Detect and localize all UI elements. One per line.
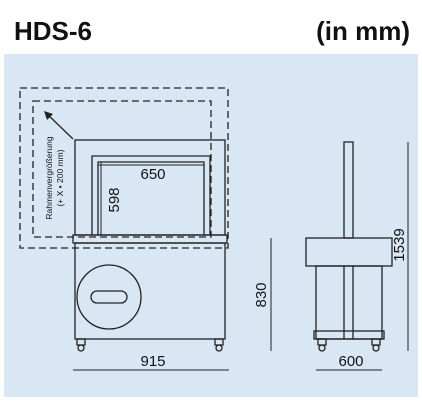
units-label: (in mm) xyxy=(316,16,410,46)
front-cabinet xyxy=(74,242,226,340)
depth-label: 600 xyxy=(338,353,363,370)
overall-width-label: 915 xyxy=(140,353,165,370)
header-bar: HDS-6 (in mm) xyxy=(4,4,418,54)
side-column xyxy=(343,141,354,239)
frame-width-label: 650 xyxy=(140,166,165,183)
dispenser-slot xyxy=(90,290,128,304)
model-title: HDS-6 xyxy=(14,16,93,46)
table-height-label: 830 xyxy=(253,282,270,307)
front-frame-inner xyxy=(91,155,211,235)
overall-height-label: 1539 xyxy=(391,228,408,261)
side-cabinet xyxy=(315,265,383,340)
coil-dispenser xyxy=(76,264,142,330)
frame-height-label: 598 xyxy=(106,187,123,212)
side-top xyxy=(305,237,393,267)
frame-enlargement-outer xyxy=(19,87,229,249)
frame-note-line1: Rahmenvergrößerung xyxy=(44,136,54,219)
front-tabletop xyxy=(72,234,228,244)
frame-enlargement-inner xyxy=(32,100,212,238)
frame-note-line2: (+ X • 200 mm) xyxy=(55,149,65,206)
